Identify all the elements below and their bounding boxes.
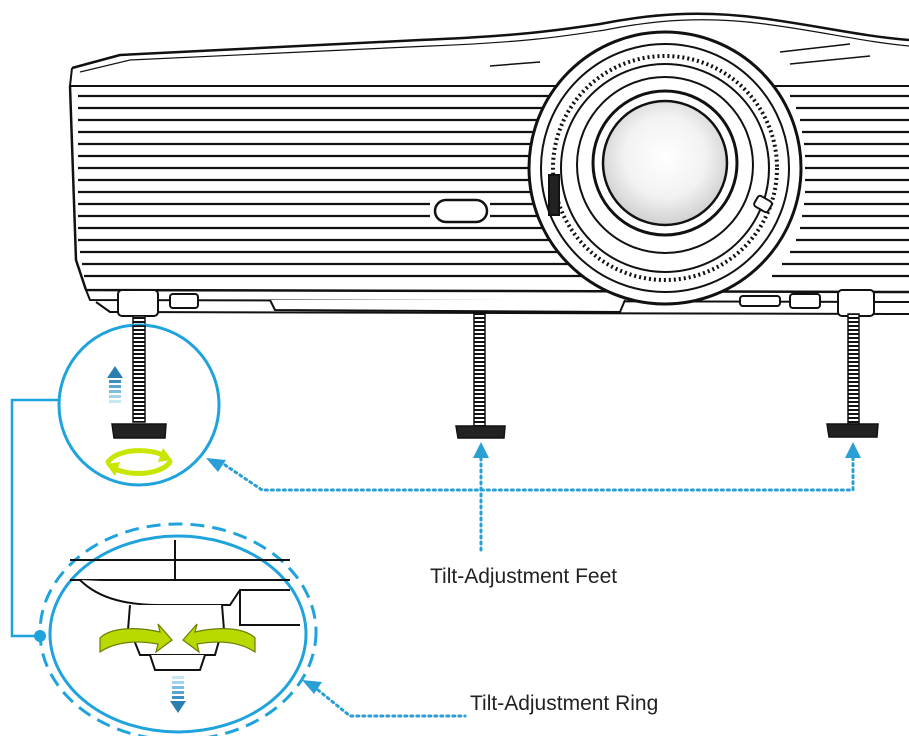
callout-connector <box>10 398 60 638</box>
tilt-adjustment-feet-label: Tilt-Adjustment Feet <box>430 565 618 588</box>
rotate-arrows-icon <box>105 448 173 476</box>
down-arrow-icon <box>170 676 186 713</box>
tilt-foot-middle <box>455 313 506 439</box>
feet-pointer-arrowheads <box>206 442 861 472</box>
ring-pointer <box>302 680 467 718</box>
front-grille <box>78 94 909 278</box>
tilt-adjustment-ring-label: Tilt-Adjustment Ring <box>470 692 659 715</box>
tilt-foot-right <box>826 313 879 438</box>
foot-closeup-callout <box>57 323 221 487</box>
up-arrow-icon <box>107 366 123 403</box>
feet-pointer <box>223 456 855 554</box>
projector-underside <box>117 289 875 317</box>
projector-body <box>68 12 909 315</box>
rotate-arrows-icon <box>99 623 256 654</box>
ring-closeup-callout <box>38 522 318 736</box>
lens-assembly <box>527 30 803 306</box>
ir-receiver <box>433 198 489 224</box>
